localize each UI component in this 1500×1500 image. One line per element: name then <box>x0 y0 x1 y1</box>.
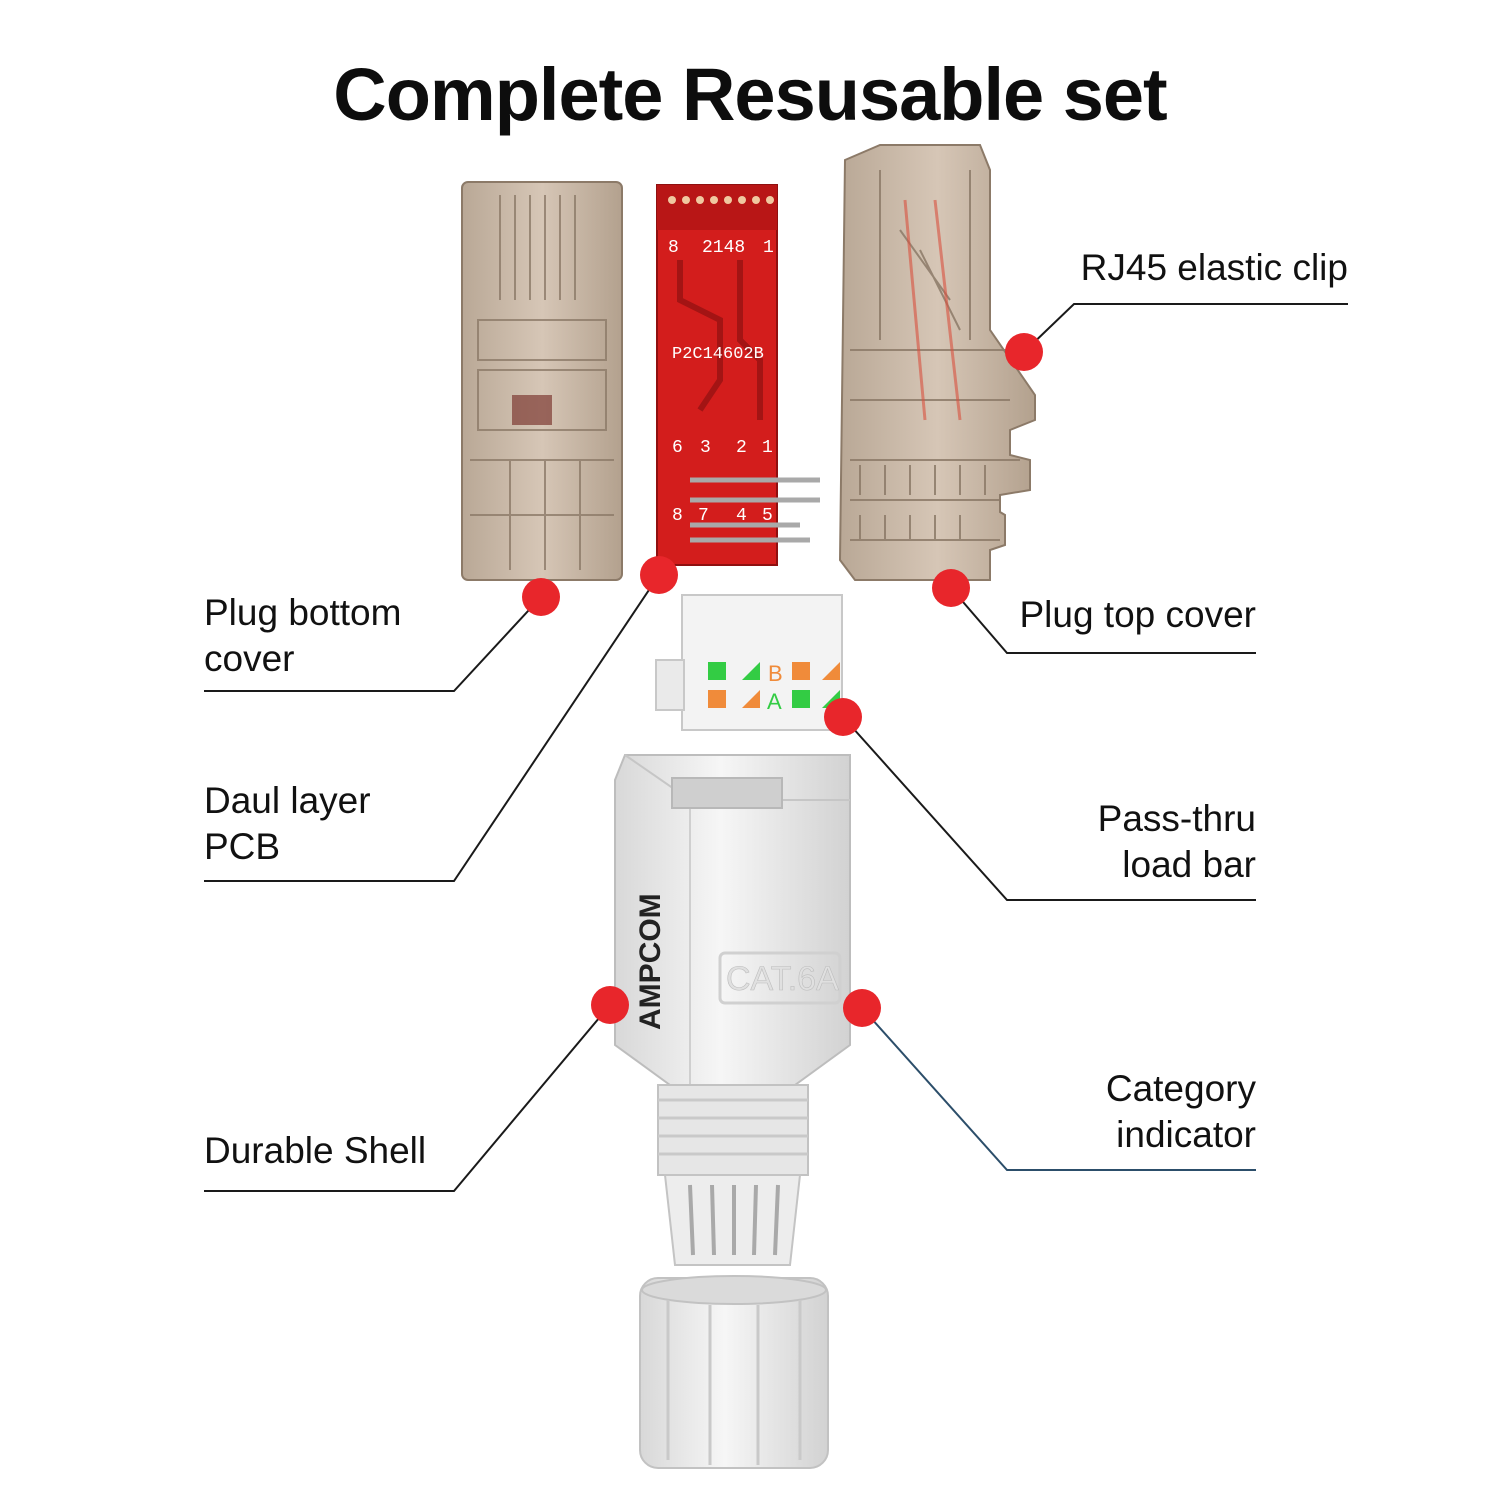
callout-line: Daul layer <box>204 780 371 821</box>
pcb-pin-label: 7 <box>698 506 709 526</box>
callout-plug-top-cover: Plug top cover <box>1019 592 1256 638</box>
callout-line: Durable Shell <box>204 1130 427 1171</box>
dual-layer-pcb-part: 8 2148 1 P2C14602B 6 3 2 1 8 7 4 5 <box>656 184 820 566</box>
callout-durable-shell: Durable Shell <box>204 1128 426 1174</box>
callout-plug-bottom-cover: Plug bottom cover <box>204 590 401 682</box>
pcb-pin-label: 1 <box>762 438 773 458</box>
plug-bottom-cover-part <box>461 181 623 581</box>
callout-dot-plug-bottom <box>522 578 560 616</box>
plug-top-cover-part <box>838 144 1036 581</box>
leader-line-shell <box>204 1004 611 1192</box>
leader-line-category <box>861 1007 1256 1171</box>
durable-shell-part: CAT.6A AMPCOM <box>614 754 851 1266</box>
leader-line-plug-top <box>950 587 1256 654</box>
callout-dot-plug-top <box>932 569 970 607</box>
callout-dot-load-bar <box>824 698 862 736</box>
callout-line: RJ45 elastic clip <box>1080 247 1348 288</box>
callout-dot-shell <box>591 986 629 1024</box>
pcb-pin-label: 2 <box>736 438 747 458</box>
leader-lines <box>204 303 1348 1192</box>
callout-line: PCB <box>204 826 281 867</box>
pcb-pin-label: 1 <box>763 238 774 258</box>
leader-line-plug-bottom <box>204 596 542 692</box>
pcb-pin-label: 6 <box>672 438 683 458</box>
callout-pass-thru-load-bar: Pass-thru load bar <box>1098 796 1256 888</box>
page-title: Complete Resusable set <box>333 53 1167 136</box>
pcb-pin-label: 8 <box>672 506 683 526</box>
callout-line: load bar <box>1122 844 1256 885</box>
pass-thru-load-bar-part: B A <box>655 594 843 731</box>
leader-line-load-bar <box>842 716 1256 901</box>
callout-line: cover <box>204 638 295 679</box>
back-nut-part <box>639 1275 829 1469</box>
callout-line: Plug bottom <box>204 592 402 633</box>
callout-line: Plug top cover <box>1019 594 1256 635</box>
callout-rj45-elastic-clip: RJ45 elastic clip <box>1081 245 1348 291</box>
callout-line: Category <box>1105 1068 1256 1109</box>
pcb-pin-label: 8 <box>668 238 679 258</box>
callout-line: Pass-thru <box>1097 798 1256 839</box>
callout-dot-pcb <box>640 556 678 594</box>
callout-dot-category <box>843 989 881 1027</box>
callout-category-indicator: Category indicator <box>1106 1066 1256 1158</box>
leader-line-pcb <box>204 574 660 882</box>
leader-line-rj45-clip <box>1023 303 1348 353</box>
load-bar-letter: A <box>767 689 782 714</box>
pcb-pin-label: 4 <box>736 506 747 526</box>
pcb-pin-label: 5 <box>762 506 773 526</box>
pcb-pin-label: 2148 <box>702 238 745 258</box>
callout-line: indicator <box>1116 1114 1256 1155</box>
pcb-pin-label: 3 <box>700 438 711 458</box>
category-label: CAT.6A <box>726 960 839 998</box>
pcb-code: P2C14602B <box>672 345 764 364</box>
callout-dots <box>522 333 1043 1027</box>
callout-dot-rj45-clip <box>1005 333 1043 371</box>
callout-dual-layer-pcb: Daul layer PCB <box>204 778 371 870</box>
load-bar-letter: B <box>768 661 783 686</box>
brand-logo: AMPCOM <box>634 893 667 1030</box>
